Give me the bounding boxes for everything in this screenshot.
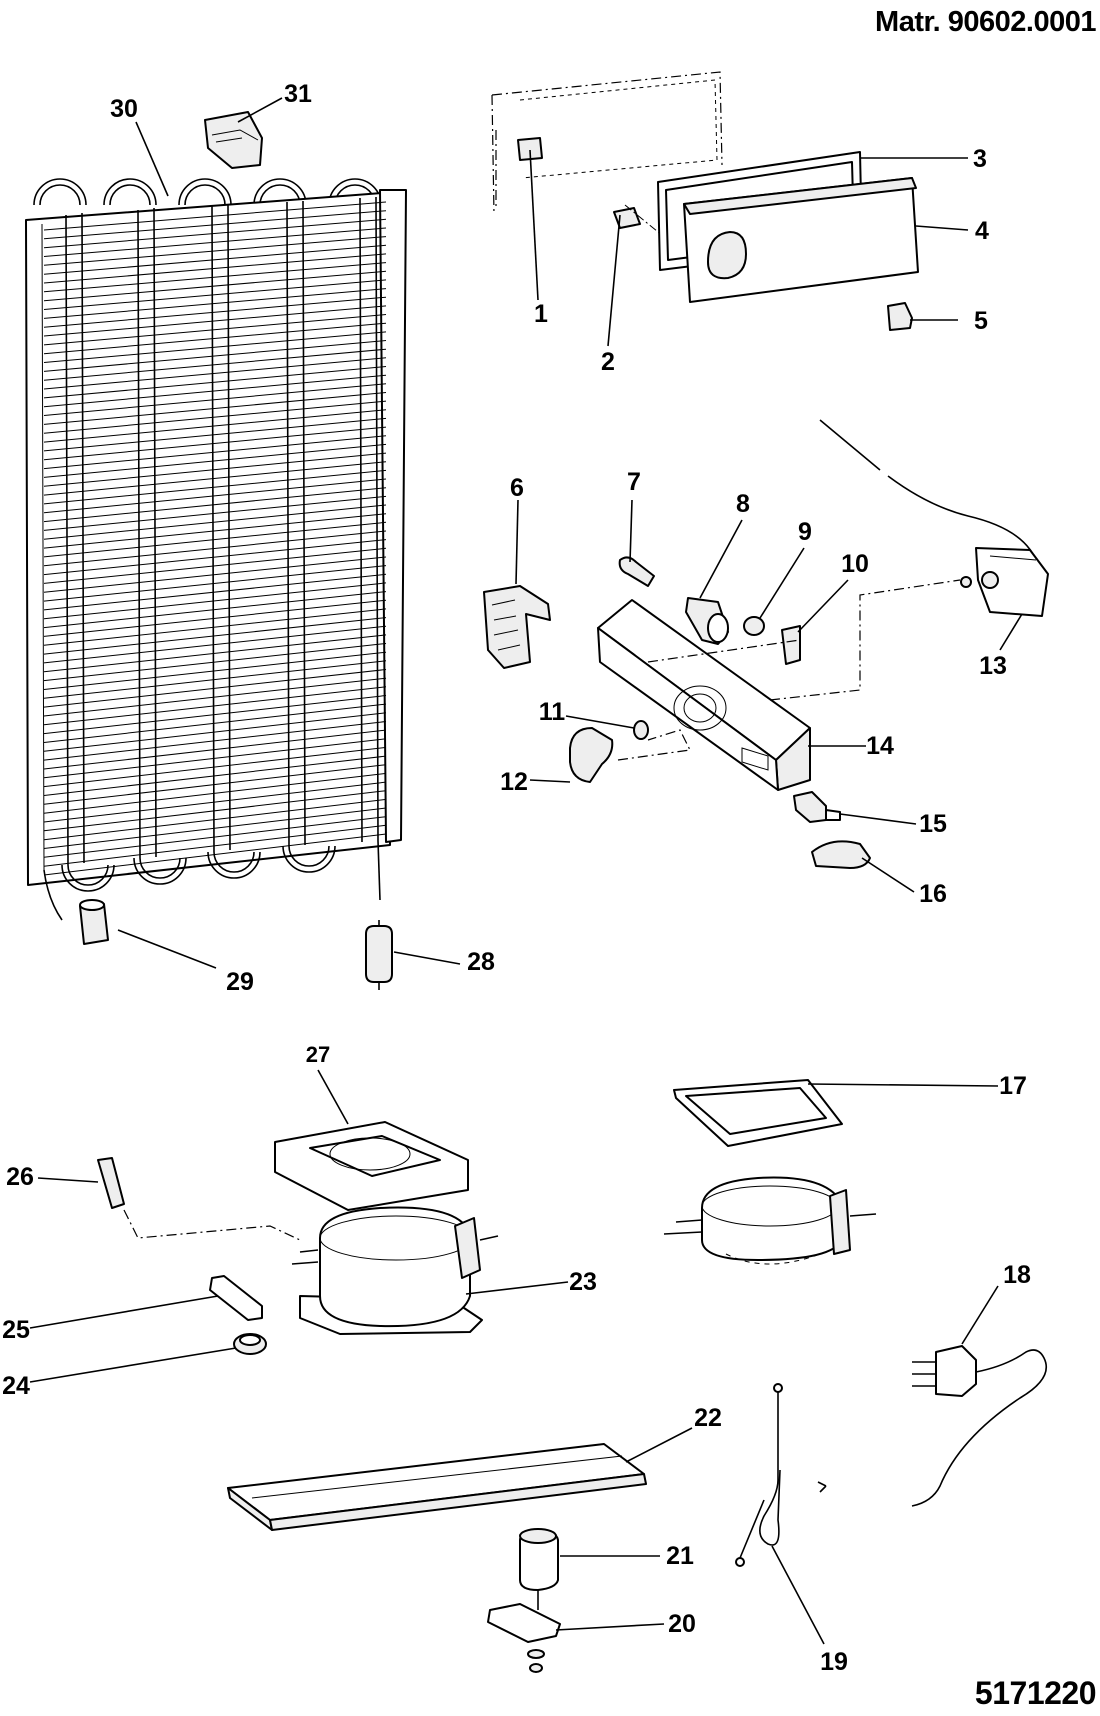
base-plate-part bbox=[227, 1443, 647, 1531]
sleeve-part bbox=[79, 899, 109, 945]
callout-6: 6 bbox=[510, 474, 524, 502]
callout-4: 4 bbox=[975, 217, 989, 245]
callout-1: 1 bbox=[534, 300, 548, 328]
material-number: Matr. 90602.0001 bbox=[875, 6, 1096, 38]
callout-8: 8 bbox=[736, 490, 750, 518]
callout-24: 24 bbox=[2, 1372, 30, 1400]
callout-18: 18 bbox=[1003, 1261, 1031, 1289]
callout-22: 22 bbox=[694, 1404, 722, 1432]
compressor-part bbox=[97, 1121, 499, 1355]
thermostat-assembly bbox=[483, 419, 1049, 869]
power-plug-part bbox=[817, 1345, 1048, 1507]
callout-30: 30 bbox=[110, 95, 138, 123]
drawing-code: 5171220 bbox=[974, 1675, 1097, 1711]
callout-12: 12 bbox=[500, 768, 528, 796]
callout-21: 21 bbox=[666, 1542, 694, 1570]
callout-17: 17 bbox=[999, 1072, 1027, 1100]
callout-16: 16 bbox=[919, 880, 947, 908]
freezer-door-assembly bbox=[491, 71, 919, 331]
callout-28: 28 bbox=[467, 948, 495, 976]
callout-9: 9 bbox=[798, 518, 812, 546]
condenser-part bbox=[25, 178, 407, 921]
callout-13: 13 bbox=[979, 652, 1007, 680]
end-cap-part bbox=[204, 111, 263, 169]
callout-7: 7 bbox=[627, 468, 641, 496]
callout-3: 3 bbox=[973, 145, 987, 173]
callout-23: 23 bbox=[569, 1268, 597, 1296]
callout-15: 15 bbox=[919, 810, 947, 838]
callout-27: 27 bbox=[306, 1042, 330, 1067]
wiring-harness-part bbox=[735, 1383, 783, 1567]
callout-29: 29 bbox=[226, 968, 254, 996]
callout-20: 20 bbox=[668, 1610, 696, 1638]
callout-26: 26 bbox=[6, 1163, 34, 1191]
compressor-cover-part bbox=[663, 1079, 877, 1265]
callout-2: 2 bbox=[601, 348, 615, 376]
leader-lines bbox=[29, 97, 1023, 1645]
callout-31: 31 bbox=[284, 80, 312, 108]
callout-5: 5 bbox=[974, 307, 988, 335]
callout-25: 25 bbox=[2, 1316, 30, 1344]
relay-part bbox=[487, 1528, 561, 1673]
callout-10: 10 bbox=[841, 550, 869, 578]
drier-filter-part bbox=[365, 920, 393, 990]
callout-19: 19 bbox=[820, 1648, 848, 1676]
callout-numbers: 1 2 3 4 5 6 7 8 9 10 11 12 13 14 15 16 1… bbox=[2, 80, 1031, 1676]
callout-14: 14 bbox=[866, 732, 894, 760]
callout-11: 11 bbox=[539, 698, 566, 726]
